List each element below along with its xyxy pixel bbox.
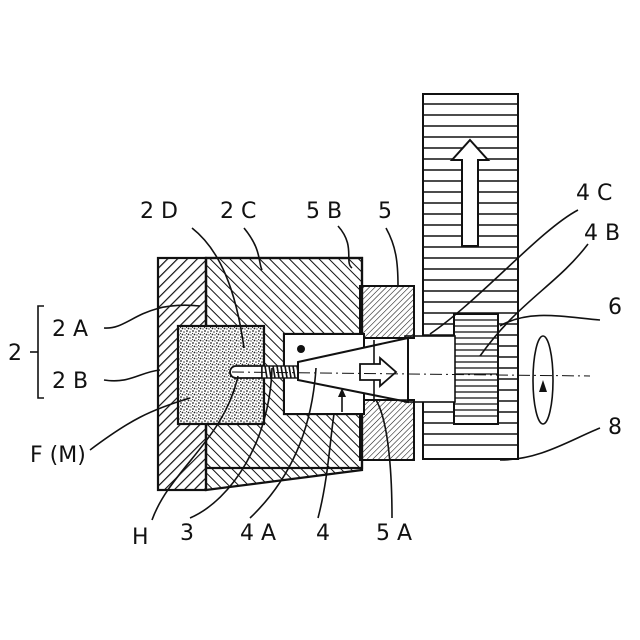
label-5A: 5 A (376, 521, 412, 546)
label-5B: 5 B (306, 199, 342, 224)
label-8: 8 (608, 415, 622, 440)
label-2: 2 (8, 341, 22, 366)
label-2C: 2 C (220, 199, 256, 224)
spring-3 (262, 366, 299, 378)
label-4B: 4 B (584, 221, 620, 246)
label-4C: 4 C (576, 181, 612, 206)
label-3: 3 (180, 521, 194, 546)
label-6: 6 (608, 295, 622, 320)
label-5: 5 (378, 199, 392, 224)
bracket-2 (30, 306, 44, 398)
label-2D: 2 D (140, 199, 178, 224)
label-2B: 2 B (52, 369, 88, 394)
rotation-arrow-icon (533, 336, 553, 424)
label-2A: 2 A (52, 317, 88, 342)
shaft-4B (405, 336, 455, 402)
label-4A: 4 A (240, 521, 276, 546)
label-F: F (M) (30, 443, 86, 468)
pinion-gear-6 (454, 314, 498, 424)
label-H: H (132, 525, 149, 550)
label-4: 4 (316, 521, 330, 546)
dot-marker (297, 345, 305, 353)
